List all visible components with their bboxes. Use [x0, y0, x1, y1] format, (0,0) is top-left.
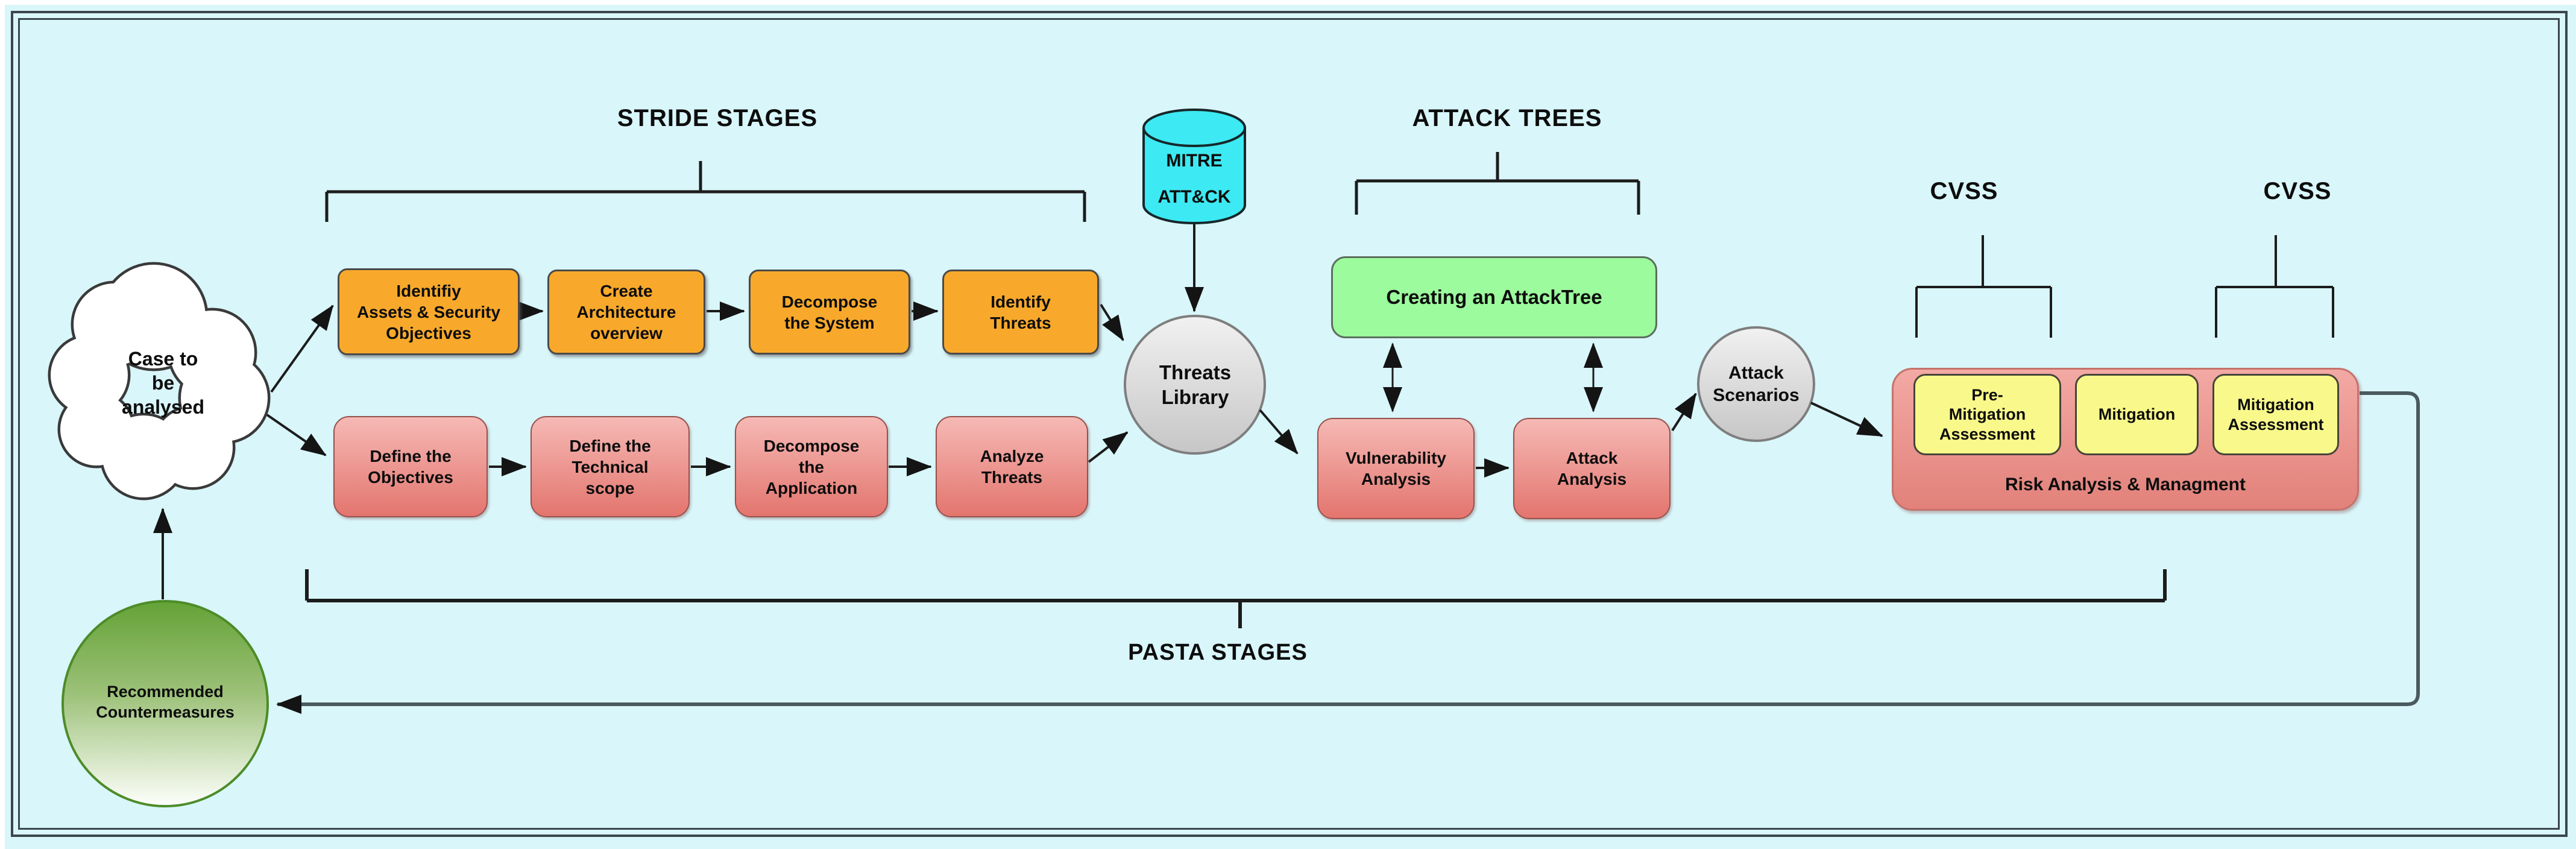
cvss-left-bracket — [1915, 235, 2052, 338]
stride-stages-title: STRIDE STAGES — [617, 105, 818, 131]
stride-bracket — [325, 161, 1086, 222]
countermeasures-label: Recommended Countermeasures — [96, 683, 235, 721]
arrow-cloud-to-identify-assets — [270, 305, 334, 393]
arrow-identify-threats-to-library — [1100, 303, 1124, 341]
arrow-analyze-threats-to-library — [1088, 431, 1129, 463]
threats-library-label: Threats Library — [1159, 361, 1232, 408]
vulnerability-analysis-box: Vulnerability Analysis — [1317, 418, 1475, 519]
cloud-shape — [48, 262, 271, 500]
stride-box-create-architecture: Create Architecture overview — [547, 270, 705, 355]
mitigation-box: Mitigation — [2075, 374, 2199, 455]
cvss-left-title: CVSS — [1930, 178, 1998, 204]
arrow-cloud-to-define-objectives — [266, 414, 327, 456]
pasta-bracket — [305, 569, 2167, 628]
pasta-stages-title: PASTA STAGES — [1128, 640, 1308, 666]
mitigation-assessment-box: Mitigation Assessment — [2212, 374, 2339, 455]
cvss-right-bracket — [2215, 235, 2334, 338]
arrow-risk-to-countermeasures — [276, 391, 2420, 714]
pasta-box-define-technical-scope: Define the Technical scope — [531, 416, 690, 517]
pasta-box-analyze-threats: Analyze Threats — [936, 416, 1088, 517]
cloud-label: Case to be analysed — [122, 348, 204, 418]
risk-analysis-label: Risk Analysis & Managment — [2004, 475, 2246, 495]
countermeasures-shape — [61, 600, 269, 807]
stride-box-identify-threats: Identify Threats — [942, 270, 1099, 355]
arrow-library-to-vulnerability — [1259, 409, 1299, 455]
cvss-right-title: CVSS — [2263, 178, 2332, 204]
creating-attack-tree-box: Creating an AttackTree — [1331, 256, 1657, 338]
stride-box-identify-assets: Identifiy Assets & Security Objectives — [338, 268, 520, 355]
pre-mitigation-assessment-box: Pre- Mitigation Assessment — [1913, 374, 2061, 455]
mitre-cylinder-shape — [1142, 109, 1246, 224]
attack-scenarios-label: Attack Scenarios — [1713, 362, 1800, 406]
pasta-box-define-objectives: Define the Objectives — [333, 416, 488, 517]
mitre-attack-label: MITRE ATT&CK — [1157, 151, 1231, 207]
arrow-attack-analysis-to-scenarios — [1671, 393, 1697, 432]
attack-trees-title: ATTACK TREES — [1412, 105, 1602, 131]
arrow-scenarios-to-risk — [1810, 402, 1883, 437]
stride-box-decompose-system: Decompose the System — [749, 270, 910, 355]
pasta-box-decompose-application: Decompose the Application — [735, 416, 888, 517]
attack-scenarios-shape — [1697, 326, 1815, 442]
attack-trees-bracket — [1355, 152, 1640, 215]
attack-analysis-box: Attack Analysis — [1513, 418, 1671, 519]
threats-library-shape — [1124, 315, 1266, 455]
